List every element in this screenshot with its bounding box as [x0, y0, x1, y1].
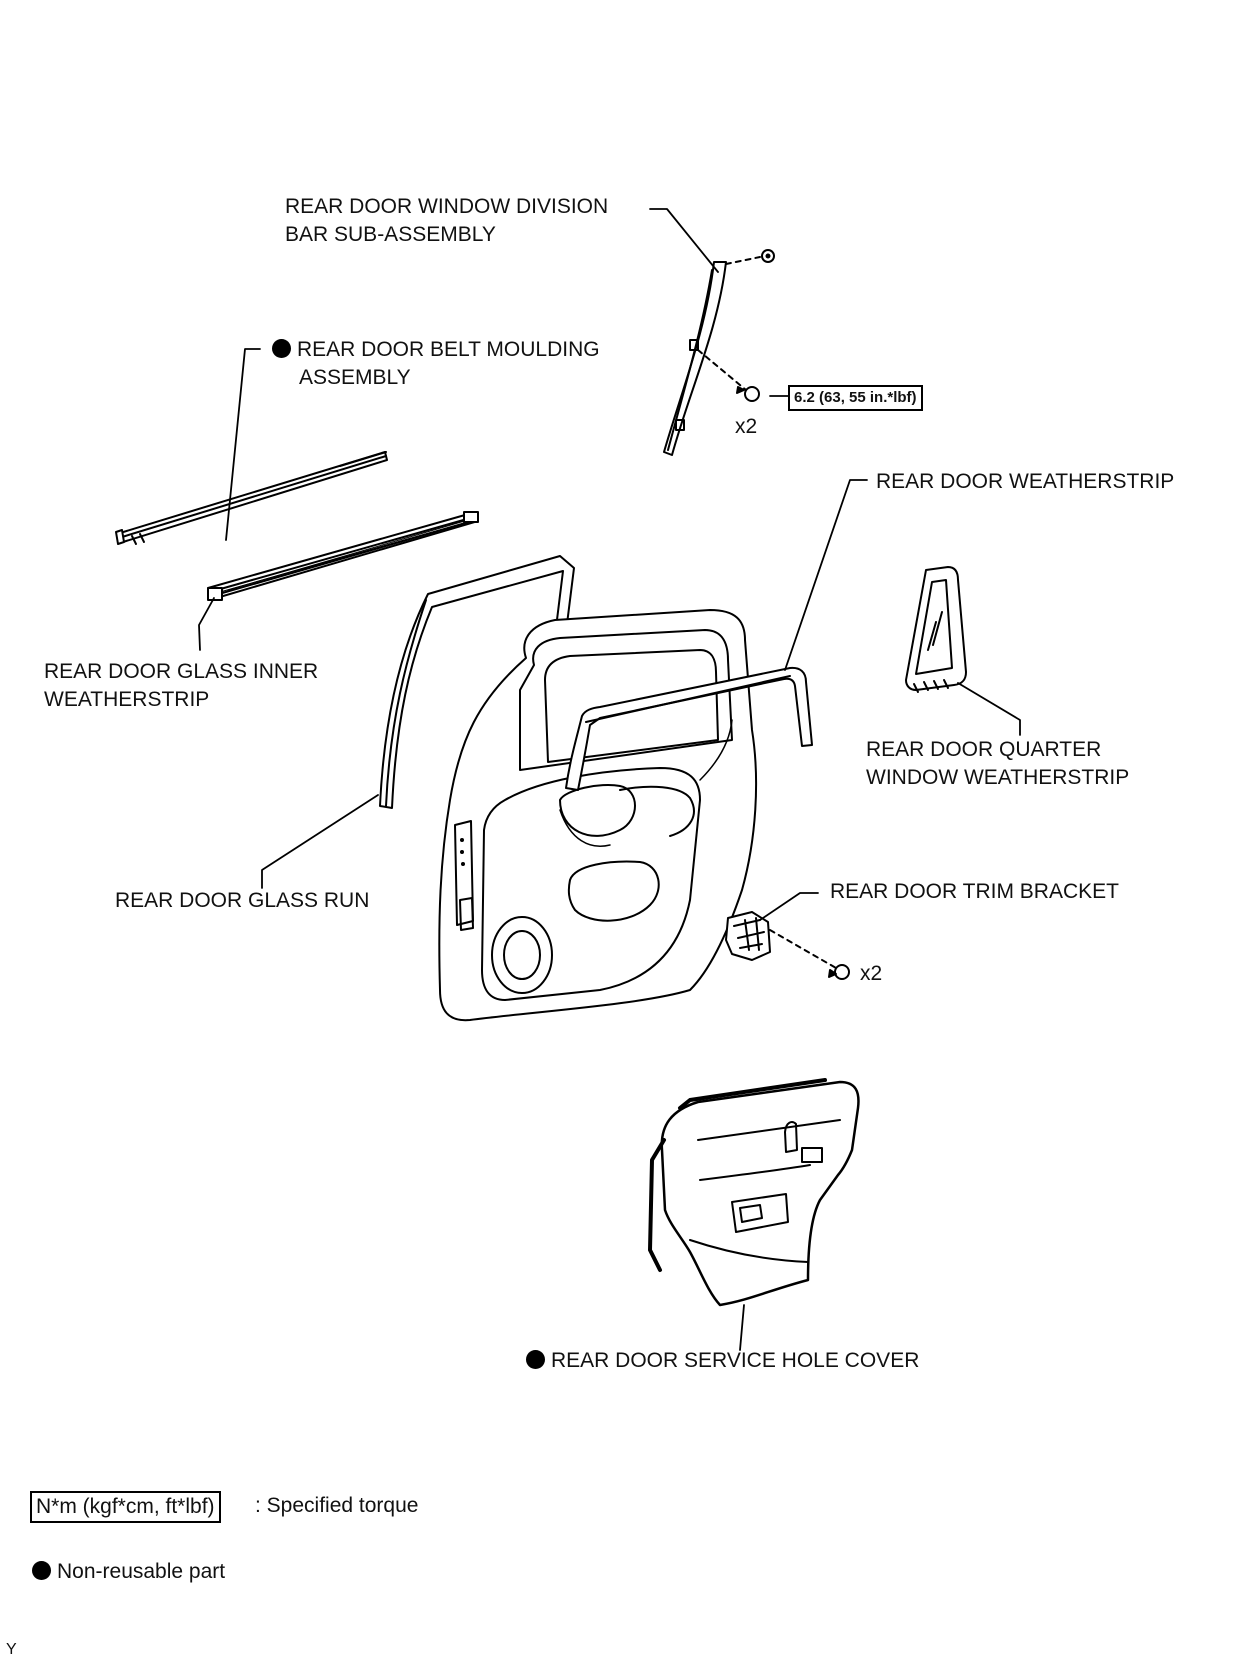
legend-torque-text: : Specified torque — [255, 1494, 419, 1517]
nonreusable-dot-icon — [526, 1350, 545, 1369]
door-inner-panel-part — [438, 609, 758, 1022]
label-line: WINDOW WEATHERSTRIP — [866, 766, 1130, 789]
label-glass-run: REAR DOOR GLASS RUN — [115, 889, 370, 912]
label-line: WEATHERSTRIP — [44, 688, 210, 711]
label-service-hole-cover: REAR DOOR SERVICE HOLE COVER — [526, 1347, 919, 1375]
legend-torque-box: N*m (kgf*cm, ft*lbf) — [30, 1491, 221, 1523]
label-line: REAR DOOR QUARTER — [866, 738, 1102, 761]
legend-nonreusable: Non-reusable part — [32, 1560, 225, 1584]
glass-inner-weatherstrip-part — [207, 511, 479, 601]
label-line: REAR DOOR WINDOW DIVISION — [285, 195, 609, 218]
screw-quantity: x2 — [860, 962, 883, 985]
label-quarter-window-weatherstrip: REAR DOOR QUARTER WINDOW WEATHERSTRIP — [866, 736, 1129, 792]
label-glass-inner-weatherstrip: REAR DOOR GLASS INNER WEATHERSTRIP — [44, 658, 318, 714]
label-line: BAR SUB-ASSEMBLY — [285, 223, 496, 246]
torque-spec-box: 6.2 (63, 55 in.*lbf) — [788, 385, 923, 411]
service-hole-cover-part — [648, 1078, 860, 1307]
leader-lines — [198, 208, 1021, 1351]
label-belt-moulding: REAR DOOR BELT MOULDING ASSEMBLY — [272, 336, 600, 392]
label-line: REAR DOOR BELT MOULDING — [272, 336, 600, 364]
label-line: REAR DOOR GLASS INNER — [44, 660, 319, 683]
label-line: ASSEMBLY — [299, 366, 411, 389]
label-window-division-bar: REAR DOOR WINDOW DIVISION BAR SUB-ASSEMB… — [285, 193, 608, 249]
nonreusable-dot-icon — [272, 339, 291, 358]
door-weatherstrip-part — [565, 666, 813, 791]
glass-run-part — [379, 555, 575, 809]
window-division-bar-part — [663, 249, 775, 456]
belt-moulding-part — [115, 451, 388, 545]
label-door-weatherstrip: REAR DOOR WEATHERSTRIP — [876, 470, 1175, 493]
legend-nonreusable-text: Non-reusable part — [57, 1560, 226, 1583]
label-text: REAR DOOR SERVICE HOLE COVER — [551, 1349, 920, 1372]
trim-bracket-part — [725, 911, 850, 980]
bolt-quantity: x2 — [735, 415, 758, 438]
label-trim-bracket: REAR DOOR TRIM BRACKET — [830, 880, 1119, 903]
nonreusable-dot-icon — [32, 1561, 51, 1580]
corner-code: Y — [6, 1641, 17, 1658]
quarter-window-weatherstrip-part — [905, 566, 967, 693]
label-text: REAR DOOR BELT MOULDING — [297, 338, 600, 361]
